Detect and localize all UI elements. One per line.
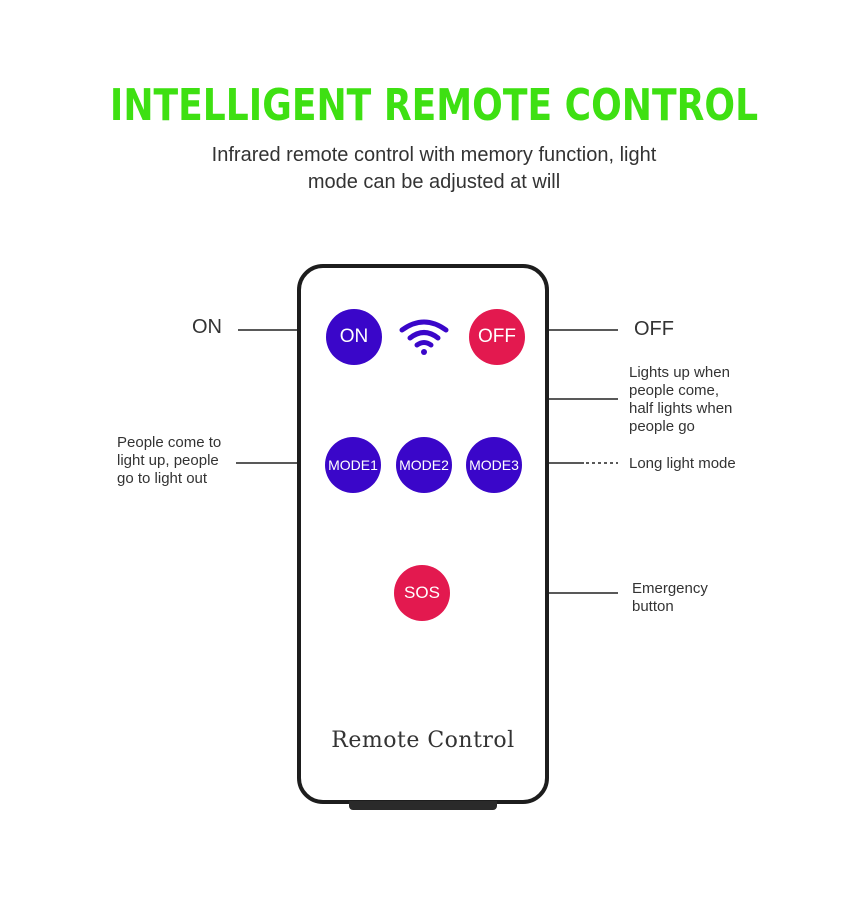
sos-button[interactable]: SOS [394,565,450,621]
mode3-button-label: MODE3 [469,457,519,473]
mode1-button[interactable]: MODE1 [325,437,381,493]
mode3-button[interactable]: MODE3 [466,437,522,493]
mode1-button-label: MODE1 [328,457,378,473]
off-button[interactable]: OFF [469,309,525,365]
sos-callout-line-1: Emergency [632,580,708,597]
mode1-callout-line-3: go to light out [117,470,208,487]
mode2-callout-line-2: people come, [629,382,720,399]
mode2-button-label: MODE2 [399,457,449,473]
mode2-button[interactable]: MODE2 [396,437,452,493]
remote-brand-label: Remote Control [331,728,515,753]
remote-bottom-edge [349,801,497,810]
on-button[interactable]: ON [326,309,382,365]
mode2-callout-line-4: people go [629,418,695,435]
subtitle-line-1: Infrared remote control with memory func… [211,144,657,166]
mode2-callout: Lights up when people come, half lights … [629,364,732,436]
sos-callout: Emergency button [632,580,708,616]
wifi-signal-icon [399,319,449,355]
mode2-callout-line-1: Lights up when [629,364,730,381]
page-title: INTELLIGENT REMOTE CONTROL [109,80,759,131]
off-button-label: OFF [478,326,516,347]
mode1-callout: People come to light up, people go to li… [117,434,221,488]
off-callout: OFF [634,318,674,340]
mode1-callout-line-1: People come to [117,434,222,451]
on-button-label: ON [339,326,369,347]
subtitle-line-2: mode can be adjusted at will [307,171,561,193]
mode1-callout-line-2: light up, people [117,452,219,469]
on-callout: ON [192,316,222,338]
page-subtitle: Infrared remote control with memory func… [134,142,734,196]
mode3-callout: Long light mode [629,455,736,472]
mode2-callout-line-3: half lights when [629,400,733,417]
sos-callout-line-2: button [632,598,674,615]
sos-button-label: SOS [404,583,440,602]
